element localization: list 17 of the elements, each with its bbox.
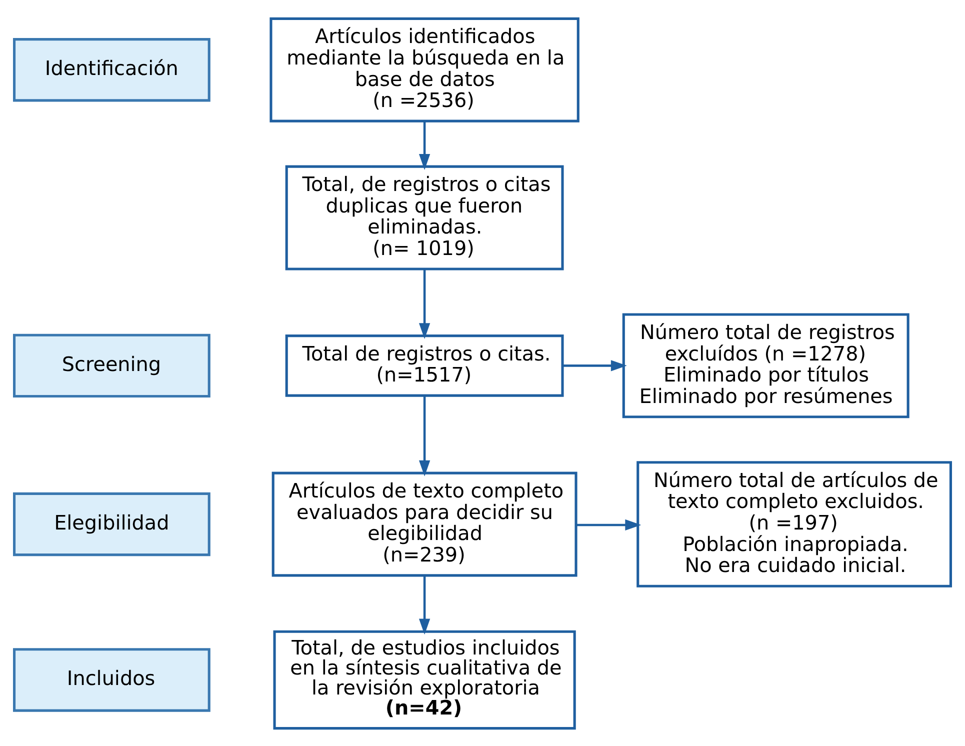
node-box: Incluidos (13, 648, 210, 712)
node-box: Número total de registros excluídos (n =1278) Eliminado por títulos Eliminado por resúmenes (622, 312, 910, 418)
node-box: Total de registros o citas. (n=1517) (285, 334, 564, 396)
arrow (418, 395, 430, 476)
node-box: Total, de estudios incluidos en la síntesis cualitativa de la revisión exploratoria (n=42) (273, 630, 576, 730)
node-box: Artículos identificados mediante la búsqueda en la base de datos (n =2536) (270, 16, 580, 122)
node-box: Screening (13, 333, 210, 398)
arrow (418, 120, 430, 170)
arrow (576, 518, 642, 530)
arrow (418, 268, 430, 339)
arrow (562, 360, 627, 371)
node-box: Número total de artículos de texto completo excluidos. (n =197) Población inapropiada. No era cuidado inicial. (636, 460, 952, 587)
node-box: Elegibilidad (13, 492, 210, 556)
arrow (418, 575, 430, 634)
node-box: Artículos de texto completo evaluados para decidir su elegibilidad (n=239) (272, 471, 578, 576)
node-box: Total, de registros o citas duplicas que fueron eliminadas. (n= 1019) (285, 164, 564, 270)
node-box: Identificación (13, 38, 210, 102)
